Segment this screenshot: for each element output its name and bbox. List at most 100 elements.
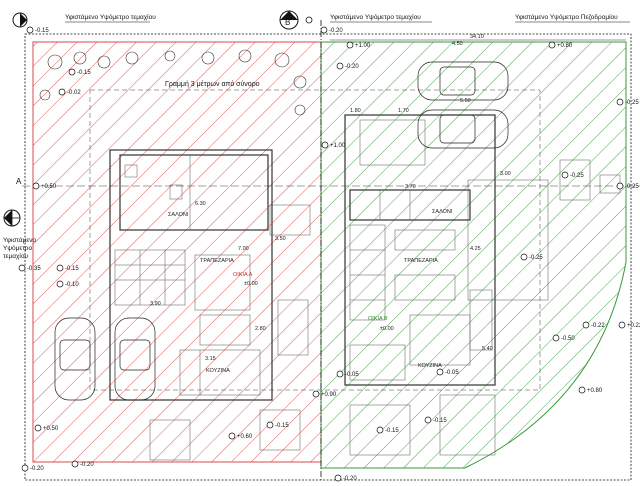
level-marker-icon xyxy=(582,321,590,329)
boundary-label-top-center: Υφιστάμενο Υψόμετρο τεμαχίου xyxy=(330,13,421,21)
level-marker-icon xyxy=(578,386,586,394)
level-marker: +0.60 xyxy=(228,432,253,440)
boundary-label-left-3: τεμαχίου xyxy=(3,252,28,260)
level-marker: -0.15 xyxy=(424,416,447,424)
level-marker: -0.15 xyxy=(266,421,289,429)
level-marker: +1.00 xyxy=(321,141,346,149)
dim-3-15: 3.15 xyxy=(205,356,216,362)
level-value: -0.05 xyxy=(445,370,459,376)
level-marker-icon xyxy=(21,464,29,472)
level-marker: -0.25 xyxy=(616,182,639,190)
level-value: -0.15 xyxy=(35,28,49,34)
house-b-kitchen: ΚΟΥΖΙΝΑ xyxy=(418,363,442,369)
level-marker: +0.50 xyxy=(34,424,59,432)
level-marker-icon xyxy=(58,88,66,96)
level-value: -0.25 xyxy=(625,184,639,190)
house-a-level: ±0.00 xyxy=(244,281,258,287)
level-marker-icon xyxy=(71,460,79,468)
boundary-label-top-left: Υφιστάμενο Υψόμετρο τεμαχίου xyxy=(65,13,156,21)
level-marker: +0.80 xyxy=(578,386,603,394)
bottom-structures xyxy=(149,394,496,461)
level-value: -0.05 xyxy=(345,372,359,378)
level-marker: -0.20 xyxy=(71,460,94,468)
level-marker: +0.90 xyxy=(312,390,337,398)
level-marker: -0.15 xyxy=(26,26,49,34)
level-value: -0.35 xyxy=(27,266,41,272)
level-marker: -0.15 xyxy=(68,68,91,76)
level-marker: -0.22 xyxy=(582,321,605,329)
level-marker-icon xyxy=(56,264,64,272)
level-marker: -0.20 xyxy=(334,474,357,482)
level-marker: -0.15 xyxy=(376,426,399,434)
house-b-name: ΟΙΚΙΑ Β xyxy=(368,316,388,322)
level-value: -0.50 xyxy=(561,336,575,342)
cars-plot-b xyxy=(417,61,509,149)
dim-3-70: 3.70 xyxy=(405,184,416,190)
level-value: +0.90 xyxy=(321,392,337,398)
dim-3-00: 3.00 xyxy=(500,171,511,177)
level-marker: -0.25 xyxy=(520,253,543,261)
dim-1-70: 1.70 xyxy=(398,108,409,114)
level-marker-icon xyxy=(312,390,320,398)
level-value: -0.20 xyxy=(329,28,343,34)
dim-1-80: 1.80 xyxy=(350,108,361,114)
level-value: -0.20 xyxy=(80,462,94,468)
level-marker-icon xyxy=(616,182,624,190)
dim-5-50: 5.50 xyxy=(460,98,471,104)
dim-car: 4.50 xyxy=(452,41,463,47)
level-marker-icon xyxy=(520,253,528,261)
boundary-label-left-1: Υφιστάμενο xyxy=(3,236,37,244)
level-marker-icon xyxy=(266,421,274,429)
level-marker-icon xyxy=(321,141,329,149)
house-b-living: ΣΑΛΟΝΙ xyxy=(432,209,453,215)
dim-5-40: 5.40 xyxy=(482,346,493,352)
north-arrow-icon xyxy=(12,12,28,28)
level-value: -0.02 xyxy=(67,90,81,96)
level-marker-icon xyxy=(18,264,26,272)
level-marker-icon xyxy=(376,426,384,434)
plot-b-yard-structures xyxy=(467,159,621,301)
house-a xyxy=(109,149,311,401)
section-a-label: A xyxy=(16,177,22,186)
boundary-label-top-right: Υφιστάμενο Υψόμετρο Πεζοδρομίου xyxy=(515,13,618,21)
level-marker: -0.20 xyxy=(336,62,359,70)
level-value: -0.10 xyxy=(65,282,79,288)
level-marker-icon xyxy=(26,26,34,34)
dimension-line-top: 34.10 4.50 xyxy=(330,34,626,47)
level-marker-icon xyxy=(32,182,40,190)
level-value: -0.25 xyxy=(529,255,543,261)
level-value: +0.80 xyxy=(587,388,603,394)
level-marker-icon xyxy=(336,370,344,378)
level-value: +0.60 xyxy=(237,434,253,440)
plot-a-area xyxy=(32,41,322,463)
level-value: -0.20 xyxy=(30,466,44,472)
level-marker: -0.20 xyxy=(21,464,44,472)
level-marker: +0.22 xyxy=(618,321,640,329)
dim-6-30: 6.30 xyxy=(195,201,206,207)
dim-3-90: 3.90 xyxy=(150,301,161,307)
level-marker: -0.05 xyxy=(436,368,459,376)
level-marker: -0.25 xyxy=(616,98,639,106)
level-value: +0.50 xyxy=(41,184,57,190)
plot-b-area xyxy=(320,41,627,469)
setback-note: Γραμμή 3 μέτρων από σύνορο xyxy=(165,80,260,88)
level-marker: -0.02 xyxy=(58,88,81,96)
section-b-label: B xyxy=(285,18,290,27)
dim-2-80: 2.80 xyxy=(255,326,266,332)
house-b xyxy=(344,114,496,386)
dim-total: 34.10 xyxy=(470,34,484,40)
level-marker-icon xyxy=(561,171,569,179)
plot-boundary-line xyxy=(24,33,632,481)
garden-shrubs xyxy=(39,49,307,116)
level-value: -0.15 xyxy=(275,423,289,429)
level-marker-icon xyxy=(34,424,42,432)
level-marker-icon xyxy=(320,26,328,34)
level-value: -0.22 xyxy=(591,323,605,329)
house-a-living: ΣΑΛΟΝΙ xyxy=(168,212,189,218)
house-b-level: ±0.00 xyxy=(380,326,394,332)
level-markers: -0.15 -0.15 -0.02 +0.50 -0.35 -0.15 -0.10 +0.50… xyxy=(18,26,640,482)
setback-line xyxy=(89,89,541,391)
level-value: +0.50 xyxy=(43,426,59,432)
level-marker: -0.15 xyxy=(56,264,79,272)
level-value: -0.25 xyxy=(625,100,639,106)
